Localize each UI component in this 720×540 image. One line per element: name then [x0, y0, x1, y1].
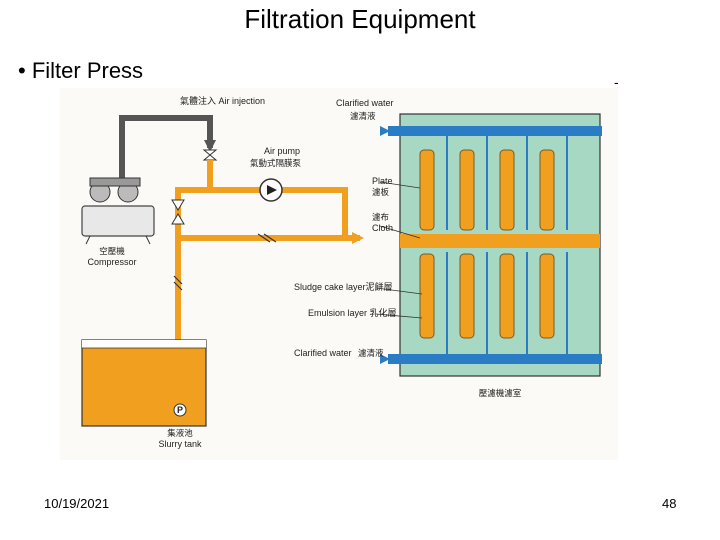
air-valve-icon: [202, 149, 218, 161]
emulsion-label: Emulsion layer 乳化層: [308, 307, 397, 318]
cloth-label: Cloth: [372, 223, 393, 233]
slurry-tank-label: Slurry tank: [158, 439, 202, 449]
filter-press-body: [388, 113, 602, 377]
air-injection-label: 氣體注入 Air injection: [180, 95, 265, 106]
cloth-label-zh: 濾布: [372, 212, 389, 223]
air-pump-label: Air pump: [264, 146, 300, 156]
filter-press-diagram: 空壓機 Compressor P 集液池 Slurry tank: [60, 88, 618, 460]
outlet-arrow-icon: [380, 354, 390, 364]
air-pump-label-zh: 氣動式隔膜泵: [250, 158, 302, 169]
compressor-icon: [81, 177, 155, 245]
slide-title: Filtration Equipment: [244, 4, 476, 34]
outlet-arrow-icon: [380, 126, 390, 136]
check-valve-icon: [171, 199, 185, 211]
footer-date: 10/19/2021: [44, 496, 110, 511]
plate-label-zh: 濾板: [372, 187, 390, 198]
footer-page-number: 48: [662, 496, 677, 511]
clarified-water-bottom-label-zh: 濾清液: [358, 348, 384, 359]
tank-pump-icon: [173, 403, 187, 417]
clarified-water-bottom-label: Clarified water: [294, 348, 352, 358]
plate-label: Plate: [372, 176, 393, 186]
inlet-arrow-icon: [352, 232, 364, 244]
tank-pump-p: P: [177, 405, 183, 415]
air-arrow-icon: [204, 140, 216, 152]
bullet-filter-press: • Filter Press: [18, 58, 144, 83]
check-valve-icon: [171, 213, 185, 225]
break-mark-icon: [173, 275, 183, 291]
clarified-water-top-label-zh: 濾清液: [350, 111, 376, 122]
leader-lines: [375, 181, 423, 319]
press-room-label: 壓濾機濾室: [479, 388, 522, 399]
break-mark-icon: [257, 233, 277, 243]
compressor-label-zh: 空壓機: [99, 246, 125, 257]
sludge-cake-label: Sludge cake layer泥餅層: [294, 281, 393, 292]
slurry-tank-icon: [81, 339, 207, 427]
compressor-label: Compressor: [87, 257, 136, 267]
pump-arrow-icon: [267, 185, 277, 195]
clarified-water-top-label: Clarified water: [336, 98, 394, 108]
air-line: [119, 115, 213, 188]
stray-dash: -: [614, 74, 619, 90]
slurry-tank-label-zh: 集液池: [167, 428, 193, 439]
